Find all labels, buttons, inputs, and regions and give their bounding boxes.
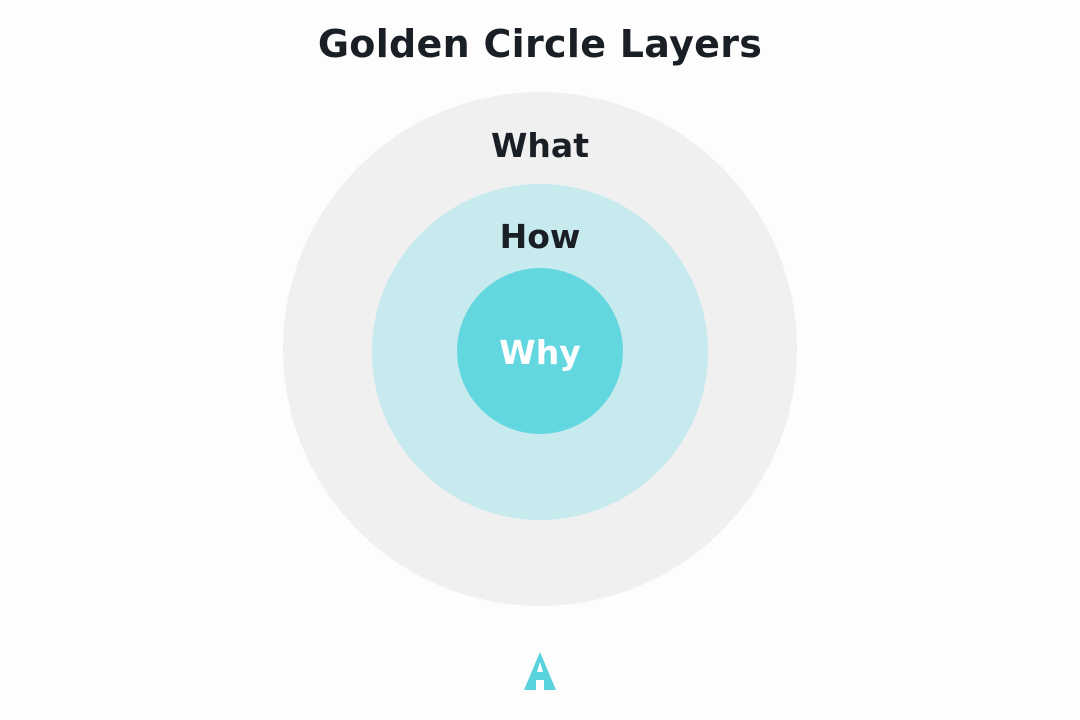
why-circle: [457, 268, 623, 434]
how-label: How: [500, 217, 581, 256]
what-label: What: [491, 126, 589, 165]
triangle-logo-icon: [524, 652, 556, 690]
diagram-title: Golden Circle Layers: [317, 22, 763, 66]
why-label: Why: [499, 333, 580, 372]
